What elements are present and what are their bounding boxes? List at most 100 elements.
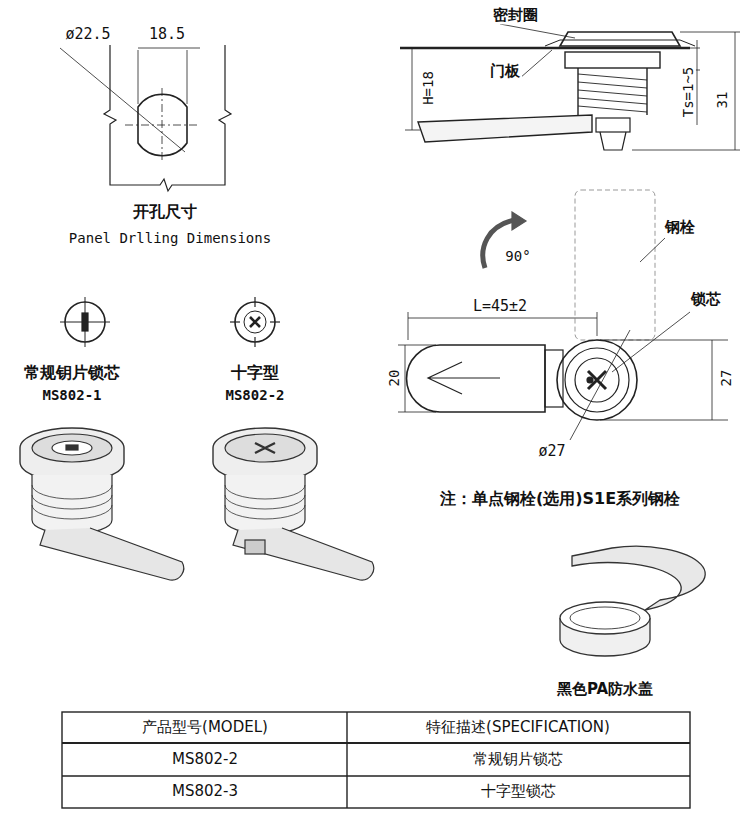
drawing-path <box>233 528 374 580</box>
panel-drilling <box>60 45 231 191</box>
drawing-circle <box>557 340 637 420</box>
drawing-line <box>400 47 690 49</box>
drawing-path <box>20 428 124 482</box>
key-icons <box>60 297 280 347</box>
drawing-path <box>104 45 231 191</box>
drawing-line <box>408 312 409 340</box>
drawing-path <box>512 212 526 230</box>
drawing-line <box>230 321 240 322</box>
part-name: 黑色PA防水盖 <box>555 681 655 698</box>
table-cell: 常规钥片锁芯 <box>471 751 565 768</box>
dimension-label: ø22.5 <box>63 26 112 43</box>
drawing-rect <box>575 190 655 340</box>
table-header: 产品型号(MODEL) <box>140 719 270 736</box>
drawing-line <box>612 312 690 372</box>
caption: 开孔尺寸 <box>131 203 199 221</box>
drawing-path <box>418 115 592 142</box>
drawing-circle <box>565 348 629 412</box>
drawing-line <box>405 48 420 49</box>
drawing-line <box>125 125 200 126</box>
side-view <box>400 24 740 150</box>
drawing-path <box>32 475 112 534</box>
drawing-path <box>40 528 184 580</box>
note: 注：单点钢栓(选用)S1E系列钢栓 <box>438 490 682 508</box>
drawing-line <box>570 330 630 440</box>
lock-photo-1 <box>20 428 184 580</box>
drawing-path <box>588 371 606 389</box>
drawing-line <box>500 24 575 38</box>
dimension-label: Ts=1~5 <box>680 65 696 120</box>
dimension-label: 27 <box>718 368 734 389</box>
part-name: 钢栓 <box>663 219 697 236</box>
drawing-line <box>398 412 436 413</box>
lock-photo-2 <box>213 428 374 580</box>
dimension-label: 31 <box>714 90 730 111</box>
drawing-circle <box>235 302 275 342</box>
drawing-rect <box>545 350 563 407</box>
drawing-rect <box>62 712 690 808</box>
drawing-path <box>250 317 260 327</box>
dimension-label: H=18 <box>420 69 436 107</box>
drawing-line <box>270 321 280 322</box>
drawing-line <box>398 345 436 346</box>
table-cell: 十字型锁芯 <box>479 783 558 800</box>
drawing-rect <box>245 540 265 554</box>
drawing-line <box>138 50 139 104</box>
drawing-line <box>520 50 552 78</box>
drawing-line <box>62 742 690 744</box>
drawing-line <box>640 238 665 262</box>
drawing-line <box>405 130 420 131</box>
drawing-path <box>600 132 626 150</box>
drawing-ellipse <box>560 602 650 634</box>
dimension-label: 18.5 <box>147 26 187 43</box>
table-cell: MS802-3 <box>170 783 240 800</box>
drawing-line <box>712 340 713 420</box>
drawing-path <box>225 485 305 519</box>
drawing-line <box>346 712 347 808</box>
drawing-path <box>407 345 545 412</box>
table-header: 特征描述(SPECIFICATION) <box>424 719 612 736</box>
drawing-line <box>62 775 690 776</box>
front-view <box>398 190 728 440</box>
drawing-path <box>560 32 680 46</box>
drawing-line <box>162 88 163 162</box>
dimension-label: L=45±2 <box>471 298 529 315</box>
model-number: MS802-1 <box>40 387 103 403</box>
drawing-circle <box>575 358 619 402</box>
drawing-line <box>60 48 185 152</box>
drawing-ellipse <box>32 434 112 462</box>
waterproof-cap <box>560 546 705 656</box>
dimension-label: ø27 <box>536 443 567 460</box>
dimension-label: 20 <box>386 368 402 389</box>
part-name: 门板 <box>488 63 522 80</box>
drawing-line <box>254 337 255 347</box>
model-number: MS802-2 <box>223 387 286 403</box>
drawing-line <box>187 50 188 104</box>
drawing-line <box>680 32 740 33</box>
drawing-circle <box>587 377 593 383</box>
drawing-path <box>572 546 705 610</box>
drawing-path <box>225 475 305 534</box>
drawing-path <box>545 40 695 46</box>
drawing-line <box>697 40 698 125</box>
drawing-line <box>254 297 255 307</box>
drawing-path <box>32 485 112 519</box>
drawing-path <box>578 74 647 112</box>
drawing-path <box>255 443 275 453</box>
drawing-line <box>600 420 728 421</box>
drawing-rect <box>82 313 88 331</box>
drawing-rect <box>66 445 78 450</box>
drawing-rect <box>596 118 630 132</box>
drawing-rect <box>565 52 660 68</box>
drawing-ellipse <box>570 607 640 629</box>
part-name: 常规钥片锁芯 <box>22 364 122 382</box>
drawing-line <box>412 48 413 130</box>
spec-table <box>62 712 690 808</box>
part-name: 密封圈 <box>491 7 540 24</box>
drawing-line <box>597 312 598 336</box>
drawing-line <box>735 32 736 150</box>
drawing-line <box>408 318 597 319</box>
drawing-line <box>405 345 406 412</box>
